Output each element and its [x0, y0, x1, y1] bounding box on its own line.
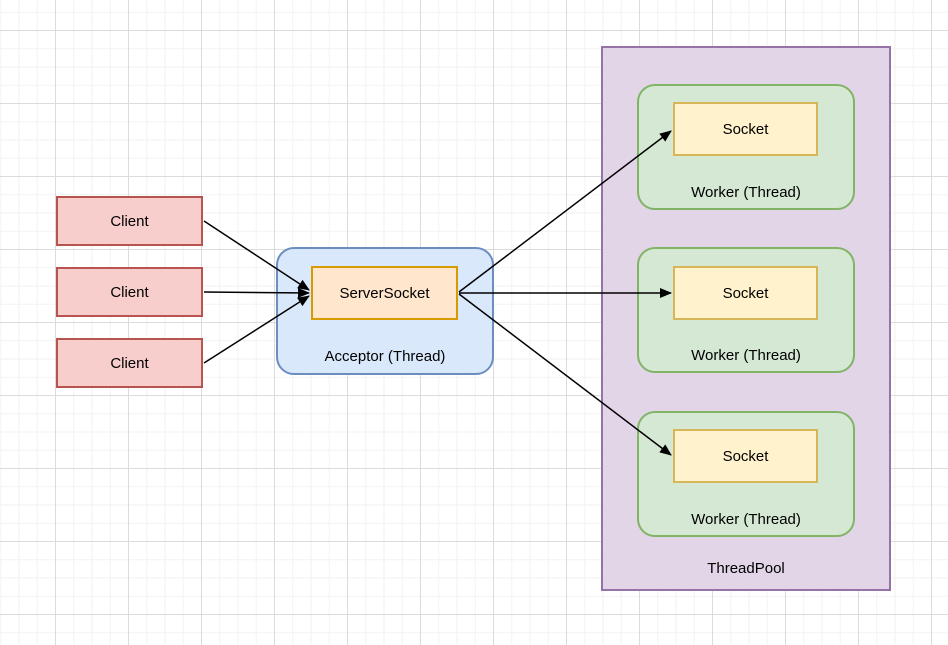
threadpool-label: ThreadPool — [707, 560, 785, 577]
client-node-3[interactable]: Client — [56, 338, 203, 388]
serversocket-node[interactable]: ServerSocket — [311, 266, 458, 320]
client-node-2-label: Client — [110, 283, 149, 301]
serversocket-label: ServerSocket — [339, 284, 430, 302]
client-node-2[interactable]: Client — [56, 267, 203, 317]
worker-thread-2-label: Worker (Thread) — [691, 347, 801, 364]
client-node-1[interactable]: Client — [56, 196, 203, 246]
socket-node-2[interactable]: Socket — [673, 266, 818, 320]
worker-thread-1-label: Worker (Thread) — [691, 184, 801, 201]
worker-thread-3-label: Worker (Thread) — [691, 511, 801, 528]
acceptor-thread-label: Acceptor (Thread) — [324, 348, 446, 365]
client-node-1-label: Client — [110, 212, 149, 230]
socket-node-2-label: Socket — [722, 284, 769, 302]
client-node-3-label: Client — [110, 354, 149, 372]
socket-node-1-label: Socket — [722, 120, 769, 138]
socket-node-3[interactable]: Socket — [673, 429, 818, 483]
socket-node-1[interactable]: Socket — [673, 102, 818, 156]
socket-node-3-label: Socket — [722, 447, 769, 465]
